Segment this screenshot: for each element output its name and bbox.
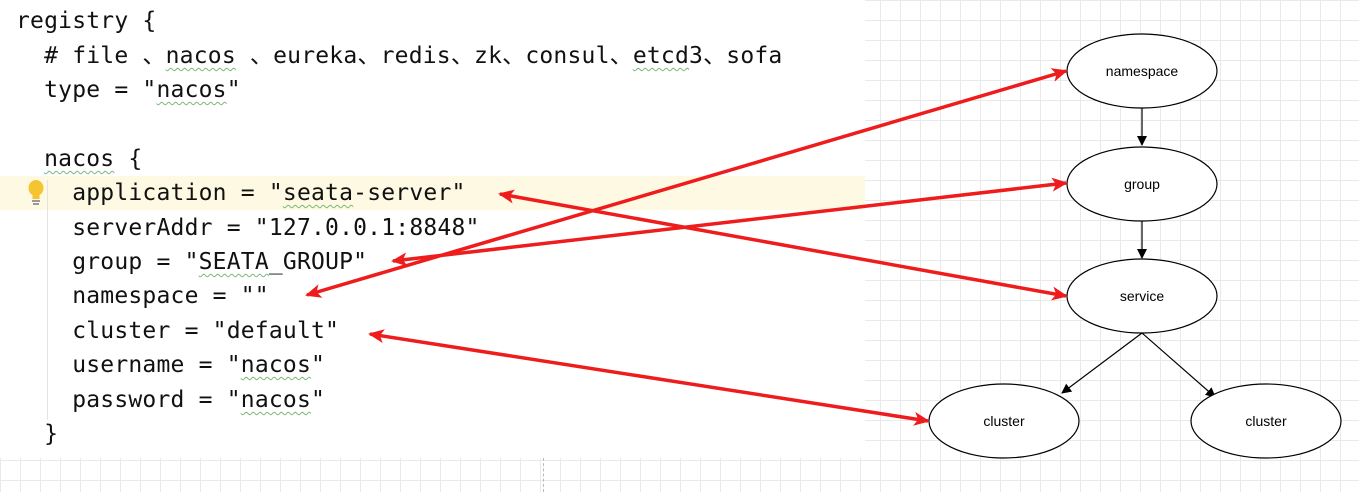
mapping-arrow-service [498, 189, 1068, 301]
node-cluster-left[interactable]: cluster [928, 383, 1080, 459]
node-service[interactable]: service [1066, 258, 1218, 334]
edge-service-cluster-right [1141, 332, 1216, 398]
mapping-arrow-namespace [305, 68, 1068, 298]
node-cluster-left-label: cluster [983, 413, 1025, 429]
node-service-label: service [1120, 288, 1165, 304]
code-line-username: username = "nacos" [16, 352, 326, 378]
mapping-arrow-cluster [368, 329, 930, 426]
code-line-password: password = "nacos" [16, 387, 326, 413]
code-line-type: type = "nacos" [16, 77, 241, 103]
node-cluster-right-label: cluster [1245, 413, 1287, 429]
code-line-cluster: cluster = "default" [16, 318, 340, 344]
node-namespace[interactable]: namespace [1066, 33, 1218, 109]
lightbulb-icon[interactable] [25, 178, 47, 206]
code-line-nacos-close: } [16, 421, 59, 447]
code-line-nacos-open: nacos { [44, 146, 143, 172]
indent-guide [47, 180, 48, 420]
code-line-namespace: namespace = "" [16, 283, 269, 309]
node-cluster-right[interactable]: cluster [1190, 383, 1342, 459]
mapping-arrow-group [391, 177, 1068, 267]
node-group-label: group [1124, 176, 1160, 192]
code-line-comment: # file 、nacos 、eureka、redis、zk、consul、et… [16, 43, 783, 69]
node-namespace-label: namespace [1106, 63, 1179, 79]
guide-line [543, 458, 544, 492]
code-line-registry: registry { [16, 8, 157, 34]
node-group[interactable]: group [1066, 146, 1218, 222]
edge-service-cluster-left [1061, 332, 1143, 394]
